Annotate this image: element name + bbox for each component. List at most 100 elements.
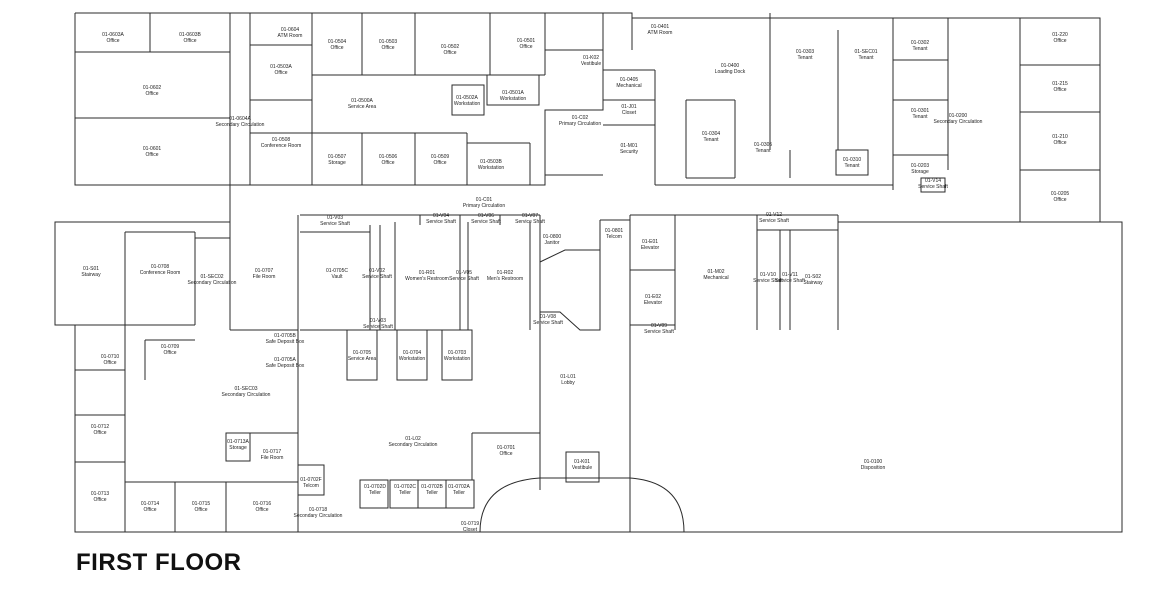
room-name-sec02: Secondary Circulation: [188, 280, 237, 286]
room-id-0604a: 01-0604A: [229, 116, 251, 122]
room-id-0502: 01-0502: [441, 44, 460, 50]
room-name-s01: Stairway: [81, 272, 101, 278]
room-id-v06: 01-V06: [478, 213, 494, 219]
room-id-0504: 01-0504: [328, 39, 347, 45]
room-name-0707: File Room: [253, 274, 276, 280]
room-id-c02: 01-C02: [572, 115, 589, 121]
room-id-0701: 01-0701: [497, 445, 516, 451]
room-name-0717: File Room: [261, 455, 284, 461]
room-name-0304: Tenant: [703, 137, 719, 143]
room-name-0709: Office: [164, 350, 177, 356]
room-name-0203: Storage: [911, 169, 929, 175]
room-name-j01: Closet: [622, 110, 637, 116]
room-name-0705c: Vault: [331, 274, 343, 280]
room-name-0705a: Safe Deposit Box: [266, 363, 305, 369]
room-id-0401: 01-0401: [651, 24, 670, 30]
room-name-0708: Conference Room: [140, 270, 181, 276]
room-id-0500a: 01-0500A: [351, 98, 373, 104]
room-id-0502a: 01-0502A: [456, 95, 478, 101]
room-id-0702c: 01-0702C: [394, 484, 416, 490]
room-name-e01: Elevator: [641, 245, 660, 251]
room-name-0200: Secondary Circulation: [934, 119, 983, 125]
room-name-0503b: Workstation: [478, 165, 505, 171]
room-name-0603a: Office: [107, 38, 120, 44]
room-id-v02: 01-V02: [369, 268, 385, 274]
room-name-l02: Secondary Circulation: [389, 442, 438, 448]
room-name-0710: Office: [104, 360, 117, 366]
room-name-v02: Service Shaft: [362, 274, 392, 280]
room-name-k02: Vestibule: [581, 61, 602, 67]
room-name-0702d: Teller: [369, 490, 381, 496]
room-name-0405: Mechanical: [616, 83, 641, 89]
room-id-r01: 01-R01: [419, 270, 436, 276]
room-id-0501a: 01-0501A: [502, 90, 524, 96]
room-id-l01: 01-L01: [560, 374, 576, 380]
room-id-0100: 01-0100: [864, 459, 883, 465]
room-id-0703: 01-0703: [448, 350, 467, 356]
room-name-0715: Office: [195, 507, 208, 513]
room-id-0702a: 01-0702A: [448, 484, 470, 490]
room-name-v10: Service Shaft: [753, 278, 783, 284]
room-name-0506: Office: [382, 160, 395, 166]
room-name-v14: Service Shaft: [918, 184, 948, 190]
room-name-0501a: Workstation: [500, 96, 527, 102]
room-id-0705: 01-0705: [353, 350, 372, 356]
room-id-0303: 01-0303: [796, 49, 815, 55]
room-name-0507: Storage: [328, 160, 346, 166]
room-id-0713a: 01-0713A: [227, 439, 249, 445]
room-name-0704: Workstation: [399, 356, 426, 362]
room-name-0401: ATM Room: [648, 30, 673, 36]
room-id-0509: 01-0509: [431, 154, 450, 160]
room-id-k01: 01-K01: [574, 459, 590, 465]
room-name-0716: Office: [256, 507, 269, 513]
room-id-0714: 01-0714: [141, 501, 160, 507]
room-labels: 01-0603A Office 01-0603B Office 01-0604 …: [81, 24, 1069, 533]
room-id-0508: 01-0508: [272, 137, 291, 143]
room-id-0801: 01-0801: [605, 228, 624, 234]
room-id-0704: 01-0704: [403, 350, 422, 356]
room-name-0502: Office: [444, 50, 457, 56]
room-id-v05: 01-V05: [456, 270, 472, 276]
room-name-k01: Vestibule: [572, 465, 593, 471]
room-id-v03a: 01-V03: [327, 215, 343, 221]
room-name-0302: Tenant: [912, 46, 928, 52]
room-name-215: Office: [1054, 87, 1067, 93]
room-name-0310: Tenant: [844, 163, 860, 169]
room-name-r01: Women's Restroom: [405, 276, 449, 282]
room-id-0710: 01-0710: [101, 354, 120, 360]
room-name-210: Office: [1054, 140, 1067, 146]
room-id-e01: 01-E01: [642, 239, 658, 245]
room-id-c01: 01-C01: [476, 197, 493, 203]
room-id-0503b: 01-0503B: [480, 159, 502, 165]
room-id-v12: 01-V12: [766, 212, 782, 218]
floor-title: FIRST FLOOR: [76, 549, 242, 576]
room-id-v07: 01-V07: [522, 213, 538, 219]
room-id-0705b: 01-0705B: [274, 333, 296, 339]
room-name-0503a: Office: [275, 70, 288, 76]
room-id-0707: 01-0707: [255, 268, 274, 274]
room-name-r02: Men's Restroom: [487, 276, 523, 282]
room-id-0713: 01-0713: [91, 491, 110, 497]
room-id-v11: 01-V11: [782, 272, 798, 278]
room-id-0405: 01-0405: [620, 77, 639, 83]
room-name-0303: Tenant: [797, 55, 813, 61]
room-id-220: 01-220: [1052, 32, 1068, 38]
room-id-v03b: 01-V03: [370, 318, 386, 324]
room-id-0800: 01-0800: [543, 234, 562, 240]
room-name-v12: Service Shaft: [759, 218, 789, 224]
room-name-0719: Closet: [463, 527, 478, 533]
room-name-l01: Lobby: [561, 380, 575, 386]
room-name-c02: Primary Circulation: [559, 121, 601, 127]
room-id-v04: 01-V04: [433, 213, 449, 219]
room-name-0603b: Office: [184, 38, 197, 44]
room-name-0509: Office: [434, 160, 447, 166]
room-id-s02: 01-S02: [805, 274, 821, 280]
room-id-210: 01-210: [1052, 134, 1068, 140]
room-id-0301: 01-0301: [911, 108, 930, 114]
room-name-220: Office: [1054, 38, 1067, 44]
room-id-m01: 01-M01: [621, 143, 638, 149]
room-id-0702f: 01-0702F: [300, 477, 321, 483]
room-name-v07: Service Shaft: [515, 219, 545, 225]
room-id-r02: 01-R02: [497, 270, 514, 276]
